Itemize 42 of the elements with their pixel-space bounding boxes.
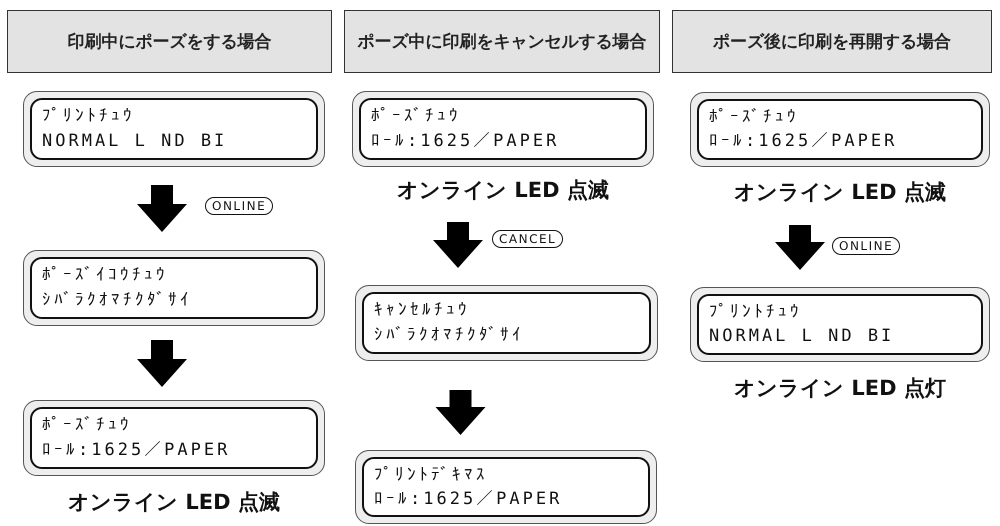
display-text: ﾎﾟｰｽﾞﾁｭｳ bbox=[709, 108, 800, 127]
lcd-panel bbox=[23, 91, 325, 167]
display-text: ｷｬﾝｾﾙﾁｭｳ bbox=[374, 301, 471, 320]
status-text: オンライン LED 点滅 bbox=[68, 489, 280, 516]
display-text: ﾌﾟﾘﾝﾄﾃﾞｷﾏｽ bbox=[374, 466, 489, 484]
arrow bbox=[137, 340, 187, 387]
display-text: ｼﾊﾞﾗｸｵﾏﾁｸﾀﾞｻｲ bbox=[42, 291, 193, 310]
arrow bbox=[433, 222, 483, 268]
header-text: ポーズ後に印刷を再開する場合 bbox=[713, 31, 951, 53]
display-text: ｼﾊﾞﾗｸｵﾏﾁｸﾀﾞｻｲ bbox=[374, 326, 525, 345]
display-text: ﾛｰﾙ:1625／PAPER bbox=[709, 132, 898, 152]
lcd-panel bbox=[355, 285, 658, 361]
display-text: ﾌﾟﾘﾝﾄﾁｭｳ bbox=[709, 302, 803, 322]
lcd-panel bbox=[23, 250, 325, 326]
key-button: CANCEL bbox=[492, 230, 564, 248]
display-text: ﾎﾟｰｽﾞﾁｭｳ bbox=[371, 107, 462, 126]
header-text: ポーズ中に印刷をキャンセルする場合 bbox=[358, 31, 646, 53]
display-text: ﾎﾟｰｽﾞﾁｭｳ bbox=[42, 416, 133, 435]
header-box bbox=[7, 10, 332, 73]
display-text: ﾛｰﾙ:1625／PAPER bbox=[371, 132, 560, 151]
display-text: ﾛｰﾙ:1625／PAPER bbox=[374, 490, 564, 508]
display-text: ﾌﾟﾘﾝﾄﾁｭｳ bbox=[42, 107, 136, 126]
arrow bbox=[436, 390, 486, 435]
header-box bbox=[672, 10, 992, 73]
lcd-panel bbox=[355, 450, 657, 524]
arrow bbox=[775, 225, 825, 270]
header-box bbox=[344, 10, 660, 73]
lcd-panel bbox=[352, 91, 654, 167]
key-button: ONLINE bbox=[205, 197, 274, 215]
status-text: オンライン LED 点灯 bbox=[734, 375, 946, 402]
lcd-panel bbox=[690, 287, 990, 362]
header-text: 印刷中にポーズをする場合 bbox=[68, 31, 272, 53]
arrow bbox=[137, 185, 187, 232]
display-text: ﾛｰﾙ:1625／PAPER bbox=[42, 441, 232, 460]
key-button: ONLINE bbox=[832, 237, 900, 255]
lcd-panel bbox=[690, 92, 990, 167]
lcd-panel bbox=[23, 400, 325, 476]
display-text: ﾎﾟｰｽﾞｲｺｳﾁｭｳ bbox=[42, 266, 169, 285]
status-text: オンライン LED 点滅 bbox=[734, 179, 946, 206]
status-text: オンライン LED 点滅 bbox=[397, 177, 609, 204]
display-text: NORMAL L ND BI bbox=[709, 327, 896, 346]
display-text: NORMAL L ND BI bbox=[42, 132, 228, 151]
